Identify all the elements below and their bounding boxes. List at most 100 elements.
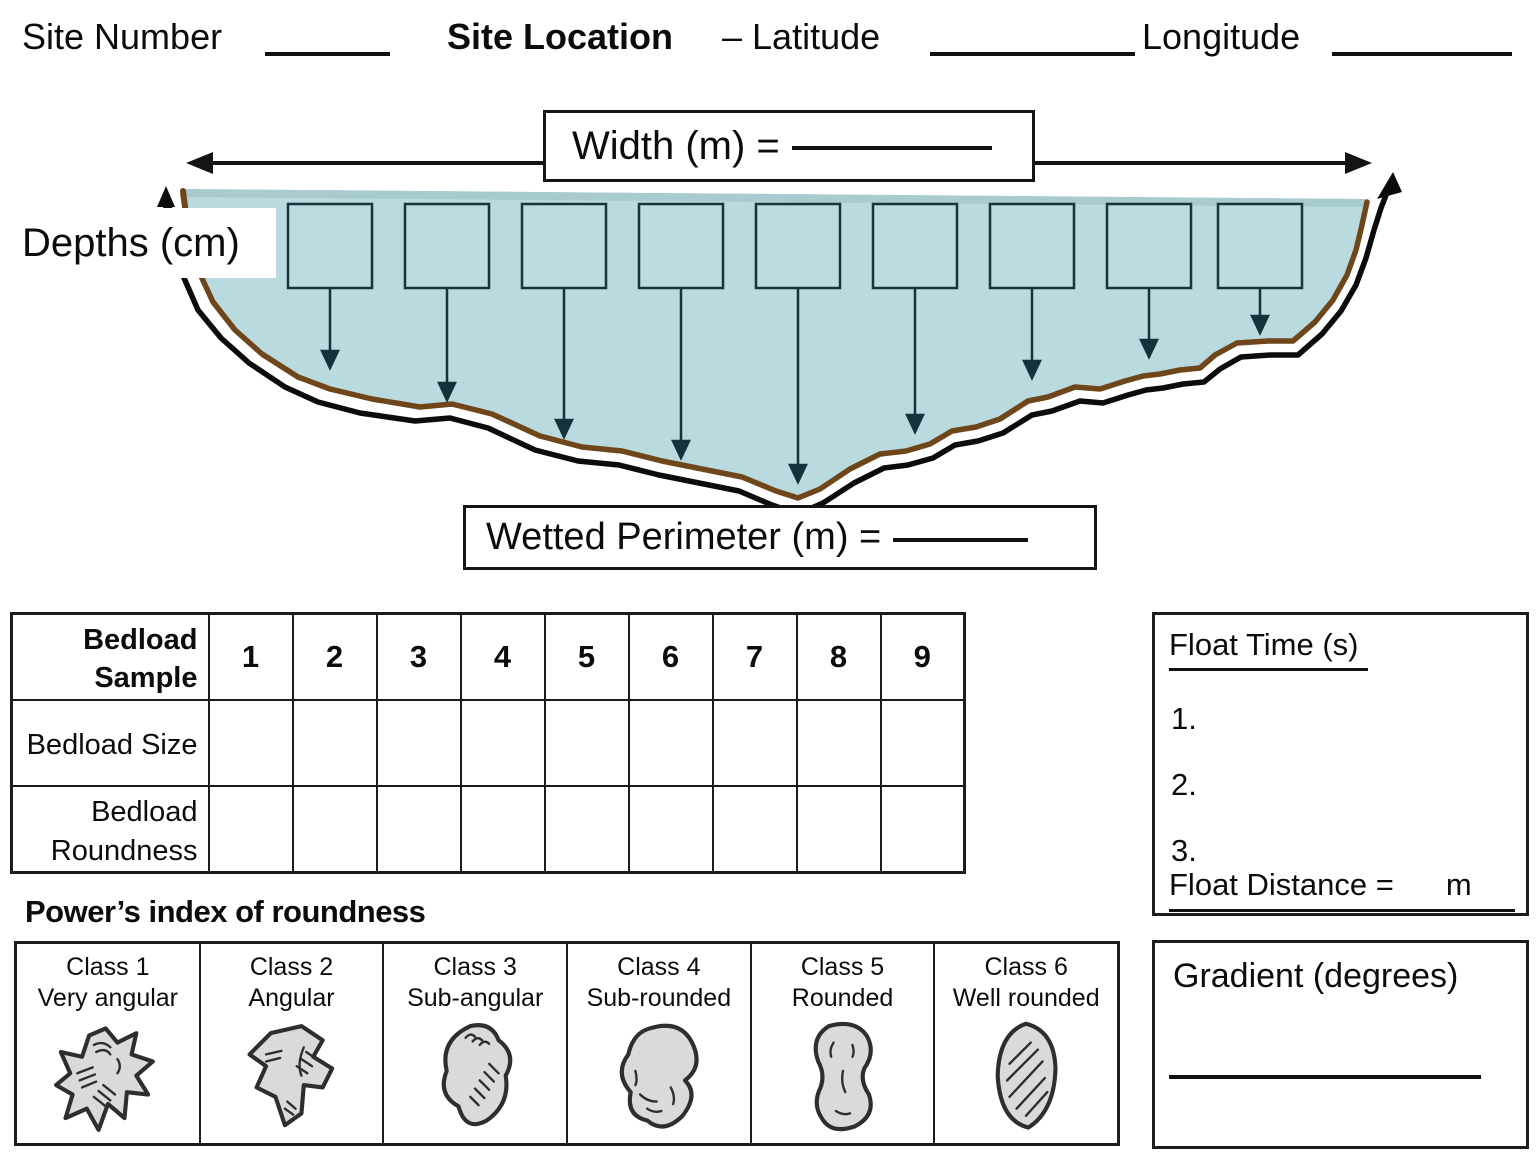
- bedload-roundness-cell[interactable]: [795, 784, 882, 874]
- class-name: Class 6: [984, 953, 1068, 981]
- gradient-blank[interactable]: [1169, 1073, 1481, 1079]
- sample-col-7: 7: [711, 612, 798, 701]
- latitude-label: – Latitude: [722, 16, 881, 57]
- roundness-class-1: Class 1 Very angular: [17, 944, 201, 1143]
- roundness-class-5: Class 5 Rounded: [752, 944, 936, 1143]
- roundness-classes-panel: Class 1 Very angular Class 2 Angular Cla…: [14, 941, 1120, 1146]
- site-number-blank[interactable]: [265, 50, 390, 56]
- bedload-size-cell[interactable]: [207, 698, 294, 787]
- roundness-class-3: Class 3 Sub-angular: [384, 944, 569, 1143]
- bedload-roundness-cell[interactable]: [711, 784, 798, 874]
- latitude-blank[interactable]: [930, 50, 1135, 56]
- float-entry-2[interactable]: 2.: [1171, 767, 1197, 802]
- float-distance-unit: m: [1445, 867, 1472, 902]
- float-time-title: Float Time (s): [1169, 627, 1369, 671]
- bedload-roundness-cell[interactable]: [291, 784, 378, 874]
- depth-box-5[interactable]: [754, 202, 842, 290]
- sample-col-2: 2: [291, 612, 378, 701]
- pebble-angular-icon: [246, 1023, 334, 1127]
- class-desc: Angular: [248, 984, 335, 1013]
- site-location-label: Site Location: [447, 16, 674, 57]
- sample-col-5: 5: [543, 612, 630, 701]
- longitude-label: Longitude: [1142, 16, 1301, 57]
- depth-boxes: [286, 202, 1304, 290]
- float-entry-1[interactable]: 1.: [1171, 701, 1197, 736]
- bedload-size-label: Bedload Size: [10, 698, 210, 787]
- bedload-sample-header: Bedload Sample: [10, 612, 210, 701]
- class-desc: Very angular: [37, 984, 179, 1013]
- class-desc: Sub-rounded: [586, 984, 732, 1013]
- bedload-size-cell[interactable]: [627, 698, 714, 787]
- left-bank-arrowhead-icon: [157, 186, 175, 207]
- bedload-roundness-cell[interactable]: [879, 784, 966, 874]
- class-name: Class 1: [66, 953, 150, 981]
- bedload-size-cell[interactable]: [375, 698, 462, 787]
- float-time-box: Float Time (s) 1. 2. 3. Float Distance =…: [1152, 612, 1529, 916]
- sample-col-9: 9: [879, 612, 966, 701]
- depth-box-3[interactable]: [520, 202, 608, 290]
- bedload-size-cell[interactable]: [291, 698, 378, 787]
- pebble-sub-rounded-icon: [619, 1023, 699, 1129]
- bank-outline: [165, 187, 1391, 517]
- bedload-size-cell[interactable]: [459, 698, 546, 787]
- depth-box-6[interactable]: [871, 202, 959, 290]
- depth-box-7[interactable]: [988, 202, 1076, 290]
- bedload-table: Bedload Sample 1 2 3 4 5 6 7 8 9 Bedload…: [10, 612, 966, 874]
- bedload-roundness-cell[interactable]: [459, 784, 546, 874]
- depth-box-2[interactable]: [403, 202, 491, 290]
- bedload-roundness-cell[interactable]: [543, 784, 630, 874]
- class-name: Class 4: [617, 953, 701, 981]
- site-number-label: Site Number: [22, 16, 223, 57]
- class-name: Class 5: [800, 953, 885, 981]
- bedload-roundness-cell[interactable]: [207, 784, 294, 874]
- sample-col-6: 6: [627, 612, 714, 701]
- sample-col-1: 1: [207, 612, 294, 701]
- width-blank[interactable]: [791, 142, 992, 150]
- class-desc: Rounded: [791, 984, 894, 1013]
- pebble-very-angular-icon: [53, 1025, 155, 1132]
- depth-box-9[interactable]: [1216, 202, 1304, 290]
- float-distance-field[interactable]: Float Distance = m: [1169, 867, 1515, 912]
- depth-box-1[interactable]: [286, 202, 374, 290]
- class-name: Class 3: [433, 953, 517, 981]
- table-row: Bedload Size: [10, 698, 966, 787]
- float-entry-3[interactable]: 3.: [1171, 833, 1197, 868]
- class-desc: Well rounded: [952, 984, 1100, 1013]
- water-surface: [183, 189, 1365, 207]
- class-name: Class 2: [249, 953, 334, 981]
- sample-col-3: 3: [375, 612, 462, 701]
- pebble-well-rounded-icon: [995, 1021, 1058, 1130]
- bedload-size-cell[interactable]: [711, 698, 798, 787]
- bedload-roundness-cell[interactable]: [627, 784, 714, 874]
- roundness-class-6: Class 6 Well rounded: [935, 944, 1117, 1143]
- roundness-class-2: Class 2 Angular: [201, 944, 385, 1143]
- gradient-box: Gradient (degrees): [1152, 940, 1529, 1149]
- class-desc: Sub-angular: [407, 984, 544, 1013]
- wetted-perimeter-field: Wetted Perimeter (m) =: [463, 505, 1097, 570]
- wetted-perimeter-label: Wetted Perimeter (m) =: [486, 516, 882, 558]
- right-bank-arrowhead-icon: [1377, 172, 1402, 199]
- roundness-index-title: Power’s index of roundness: [25, 894, 426, 929]
- depth-box-4[interactable]: [637, 202, 725, 290]
- pebble-sub-angular-icon: [441, 1022, 513, 1126]
- sample-col-4: 4: [459, 612, 546, 701]
- wetted-perimeter-blank[interactable]: [893, 534, 1029, 542]
- depths-label: Depths (cm): [0, 208, 276, 278]
- gradient-title: Gradient (degrees): [1173, 957, 1459, 995]
- bedload-roundness-label: Bedload Roundness: [10, 784, 210, 874]
- depth-box-8[interactable]: [1105, 202, 1193, 290]
- float-distance-label: Float Distance =: [1169, 867, 1394, 902]
- river-bed-line: [180, 192, 1370, 501]
- bedload-size-cell[interactable]: [879, 698, 966, 787]
- bedload-size-cell[interactable]: [543, 698, 630, 787]
- depths-label-text: Depths (cm): [22, 220, 240, 265]
- width-label: Width (m) =: [572, 123, 780, 168]
- bedload-size-cell[interactable]: [795, 698, 882, 787]
- bedload-roundness-cell[interactable]: [375, 784, 462, 874]
- longitude-blank[interactable]: [1332, 50, 1512, 56]
- roundness-class-4: Class 4 Sub-rounded: [568, 944, 752, 1143]
- pebble-rounded-icon: [813, 1021, 873, 1131]
- depth-arrows: [320, 288, 1270, 485]
- table-row: Bedload Roundness: [10, 784, 966, 874]
